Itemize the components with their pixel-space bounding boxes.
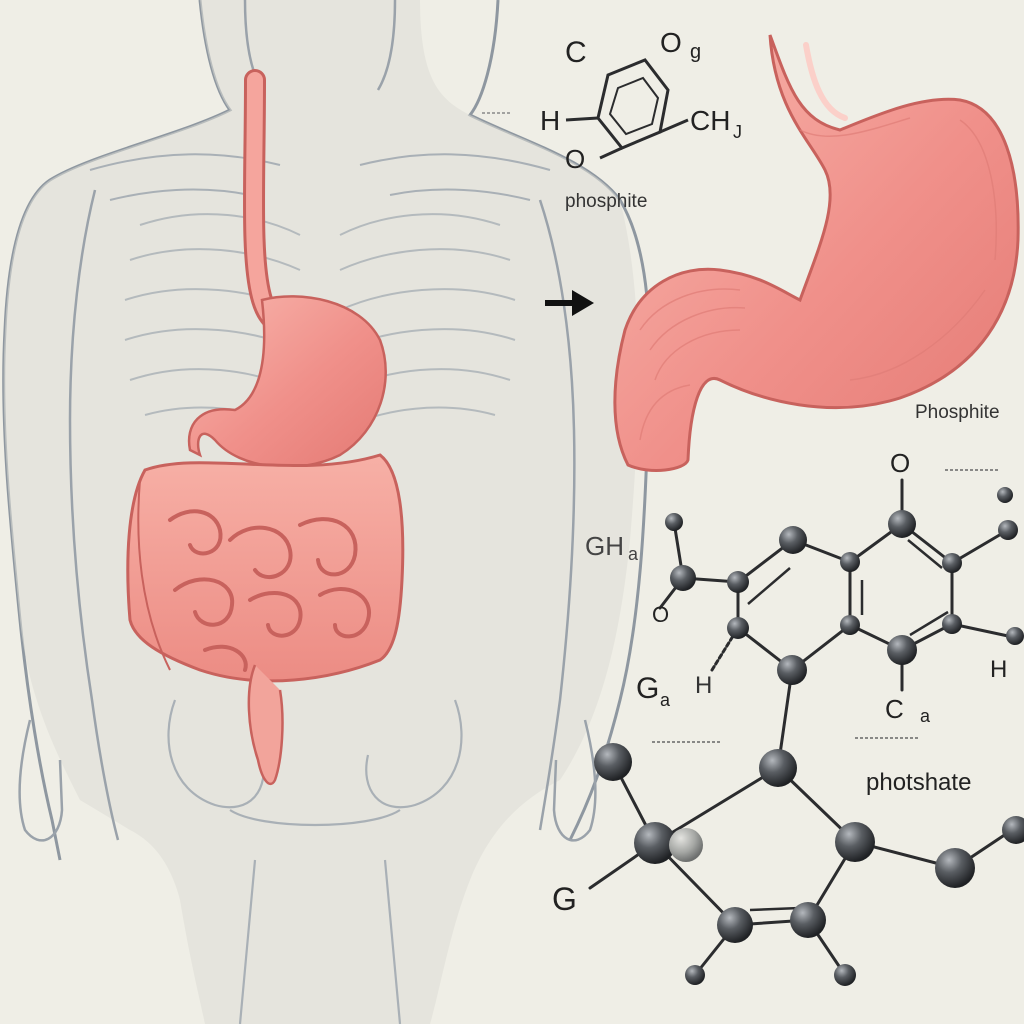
large-intestine [126,453,405,683]
formula-atom-o-top: O [660,27,682,58]
left-arm-outline [68,189,120,841]
formula-atom-h: H [540,105,560,136]
atom-label-h-suffix: H [695,672,712,699]
digestive-tract [126,69,405,786]
formula-subscript-ch: J [733,122,742,142]
body-stomach [187,295,387,469]
bottom-ball-and-stick-model [588,469,1024,986]
atoms [594,487,1024,986]
atom-label-g-subscript: a [660,690,671,710]
atom-label-g: G [636,672,659,705]
atom-label-c-bottom: C [885,694,904,724]
atom-label-gh-subscript: a [628,544,639,564]
formula-atom-ch: CH [690,105,730,136]
top-formula-caption: phosphite [565,191,647,212]
colon-edge [137,479,171,671]
formula-subscript-top: g [690,41,701,63]
stomach-caption: Phosphite [915,402,1000,423]
small-intestine-coils [168,509,372,672]
atom-label-g-bottom: G [552,881,577,917]
bottom-formula-caption: photshate [866,769,971,796]
atom-label-gh: GH [585,531,624,561]
formula-atom-o-bottom: O [565,144,585,174]
right-arm-outline [538,199,576,831]
shoulder-lines [89,153,551,201]
rectum [247,664,284,786]
right-hand [552,719,597,842]
atom-label-o-left: O [652,602,669,627]
top-structural-formula: C O g H O CH J phosphite [482,27,742,212]
pelvis [167,699,463,1024]
arrow-right-icon [545,290,594,316]
left-hand [18,719,64,842]
atom-label-c-subscript: a [920,706,931,726]
formula-atom-c: C [565,36,587,69]
atom-label-h-right: H [990,656,1007,683]
enlarged-stomach-illustration [613,34,1020,472]
atom-label-o-top: O [890,448,910,478]
